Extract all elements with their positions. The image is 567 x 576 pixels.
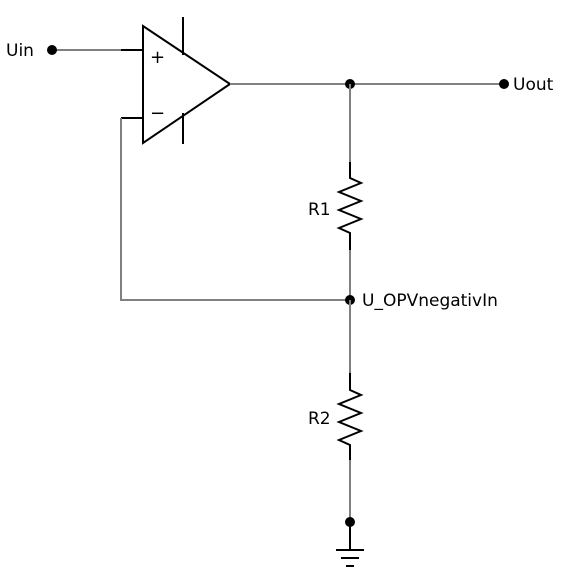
negative-input-node-label: U_OPVnegativIn [362, 291, 498, 311]
r2-label: R2 [308, 409, 331, 429]
opamp-triangle [142, 24, 232, 145]
opamp-minus-sign: − [150, 103, 165, 124]
feedback-wire [120, 118, 350, 301]
opamp: + − [121, 17, 232, 145]
r2-resistor [336, 373, 364, 460]
ground-icon [336, 522, 364, 567]
output-terminal [499, 79, 509, 89]
input-label: Uin [6, 41, 34, 61]
r1-label: R1 [308, 200, 331, 220]
output-label: Uout [513, 75, 554, 95]
opamp-plus-sign: + [150, 47, 165, 68]
input-terminal [47, 45, 57, 55]
r1-resistor [336, 162, 364, 250]
